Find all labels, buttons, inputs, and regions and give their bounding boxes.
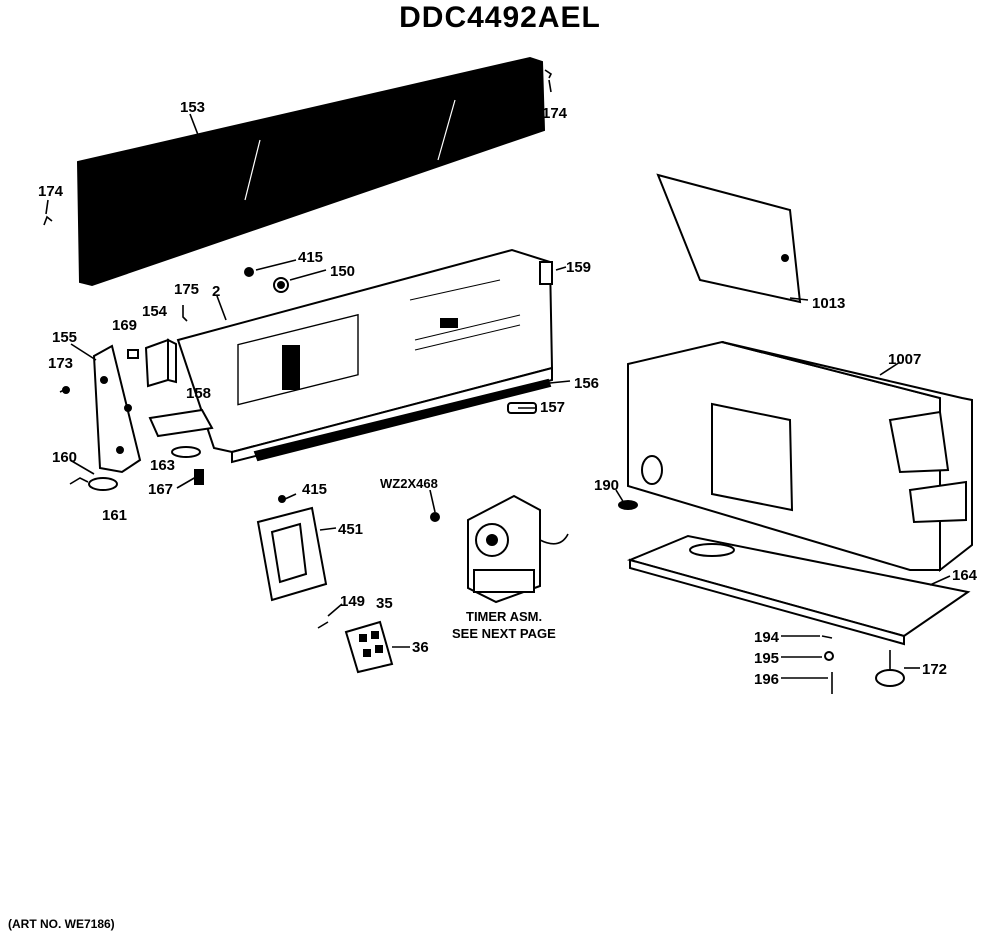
callout-175: 175 <box>174 281 199 298</box>
part-172-leveling-foot <box>875 650 905 687</box>
part-153-backsplash-panel <box>76 56 546 287</box>
part-194-screw <box>821 635 833 639</box>
part-35-36-switch <box>344 620 394 674</box>
callout-196: 196 <box>754 671 779 688</box>
callout-35: 35 <box>376 595 393 612</box>
part-wz2x468-screw <box>430 512 440 522</box>
diagram-title: DDC4492AEL <box>399 1 601 34</box>
part-159-bracket <box>539 261 553 285</box>
callout-194: 194 <box>754 629 780 646</box>
callout-195: 195 <box>754 650 779 667</box>
callout-153: 153 <box>180 99 205 116</box>
part-415-screw-lower <box>278 493 297 503</box>
callout-174-right: 174 <box>542 105 568 122</box>
part-1013-door-glass <box>656 173 802 304</box>
callout-wz2x468: WZ2X468 <box>380 476 438 491</box>
callout-155: 155 <box>52 329 77 346</box>
callout-163: 163 <box>150 457 175 474</box>
part-167-screw <box>194 469 204 485</box>
callout-158: 158 <box>186 385 211 402</box>
callout-190: 190 <box>594 477 619 494</box>
part-164-base-plate <box>626 534 971 646</box>
callout-169: 169 <box>112 317 137 334</box>
callout-159: 159 <box>566 259 591 276</box>
callout-174-left: 174 <box>38 183 64 200</box>
part-156-trim-strip <box>253 378 552 462</box>
part-169-fastener <box>127 349 139 359</box>
callout-172: 172 <box>922 661 947 678</box>
timer-note-line2: SEE NEXT PAGE <box>452 626 556 641</box>
part-415-screw-top <box>244 267 254 277</box>
callout-415-top: 415 <box>298 249 323 266</box>
part-154-bracket <box>144 338 177 388</box>
timer-note-line1: TIMER ASM. <box>466 609 542 624</box>
part-149-screw <box>317 621 329 629</box>
callout-156: 156 <box>574 375 599 392</box>
callout-164: 164 <box>952 567 978 584</box>
part-163-washer <box>171 446 201 458</box>
callout-160: 160 <box>52 449 77 466</box>
part-173-screw <box>59 386 70 394</box>
callout-167: 167 <box>148 481 173 498</box>
callout-1013: 1013 <box>812 295 845 312</box>
callout-36: 36 <box>412 639 429 656</box>
part-155-end-cap <box>92 344 142 474</box>
part-195-nut <box>824 651 834 661</box>
part-174-screw-right <box>544 69 553 79</box>
callout-415-lower: 415 <box>302 481 327 498</box>
callout-1007: 1007 <box>888 351 921 368</box>
art-number: (ART NO. WE7186) <box>8 917 115 931</box>
callout-451: 451 <box>338 521 363 538</box>
part-150-knob <box>273 277 289 293</box>
part-451-bezel <box>256 506 328 602</box>
callout-2: 2 <box>212 283 220 300</box>
part-190-grommet <box>618 500 638 510</box>
callout-161: 161 <box>102 507 127 524</box>
callout-173: 173 <box>48 355 73 372</box>
callout-149: 149 <box>340 593 365 610</box>
part-1007-console-housing <box>627 340 973 573</box>
callout-150: 150 <box>330 263 355 280</box>
part-175-screw <box>182 305 188 322</box>
part-158-bracket <box>148 408 214 438</box>
part-160-clip <box>69 477 89 485</box>
callout-157: 157 <box>540 399 565 416</box>
timer-assembly <box>467 494 569 604</box>
part-161-spring <box>88 477 118 491</box>
callout-154: 154 <box>142 303 168 320</box>
leader-lines <box>45 79 951 679</box>
part-174-screw-left <box>43 215 53 226</box>
